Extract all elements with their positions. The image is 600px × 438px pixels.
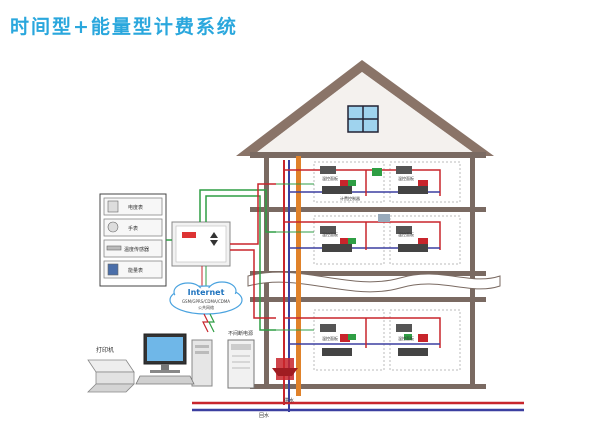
room-floor2-right xyxy=(389,215,461,265)
floor-slab-2 xyxy=(250,207,486,212)
electricity-meter-label: 电度表 xyxy=(128,204,143,211)
ups-unit xyxy=(227,339,255,389)
heat-meter-label: 能量表 xyxy=(128,267,143,274)
internet-cloud xyxy=(169,281,243,315)
room-floor2-left xyxy=(313,215,385,265)
floor3-devices xyxy=(320,166,428,194)
device-electricity-meter: 电度表 xyxy=(103,197,163,216)
signal-line-to-house xyxy=(199,189,276,233)
billing-controller xyxy=(171,221,231,267)
room-label-f3-right: 温控面板 xyxy=(398,175,414,181)
room-label-f1-right: 温控面板 xyxy=(398,335,414,341)
room-label-f3-left: 温控面板 xyxy=(322,175,338,181)
public-network-label: 公共网络 xyxy=(198,304,214,310)
floor2-devices xyxy=(320,214,428,252)
printer xyxy=(87,359,135,393)
ground-slab xyxy=(250,384,486,389)
floor-slab-mid xyxy=(250,271,486,276)
house-roof xyxy=(236,60,494,156)
device-temperature-sensor: 温度传感器 xyxy=(103,239,163,258)
computer-monitor xyxy=(143,333,187,373)
keyboard xyxy=(135,375,195,385)
unit-label: 计费控制器 xyxy=(340,195,360,201)
room-label-f2-left: 温控面板 xyxy=(322,231,338,237)
hand-meter-label: 手表 xyxy=(128,225,138,232)
network-protocols: GSM/GPRS/CDMA/CDMA xyxy=(182,299,230,304)
room-floor1-right xyxy=(389,309,461,371)
floor-slab-3 xyxy=(250,152,486,158)
device-hand-meter: 手表 xyxy=(103,218,163,237)
floor-slab-1 xyxy=(250,297,486,302)
room-label-f2-right: 温控面板 xyxy=(398,231,414,237)
supply-label: 供水 xyxy=(284,397,294,404)
page-title: 时间型+能量型计费系统 xyxy=(10,16,238,38)
printer-label: 打印机 xyxy=(96,346,114,354)
wireless-link-icon xyxy=(202,313,209,333)
room-floor3-right xyxy=(389,161,461,203)
ups-label: 不间断电源 xyxy=(228,330,253,337)
temperature-sensor-label: 温度传感器 xyxy=(124,246,149,253)
device-heat-meter: 能量表 xyxy=(103,260,163,279)
pc-tower xyxy=(191,339,213,387)
room-label-f1-left: 温控面板 xyxy=(322,335,338,341)
room-floor1-left xyxy=(313,309,385,371)
room-floor3-left xyxy=(313,161,385,203)
return-label: 回水 xyxy=(259,412,269,419)
riser-pipe xyxy=(296,156,301,396)
internet-label: Internet xyxy=(188,288,225,297)
section-break xyxy=(247,271,501,293)
floor1-devices xyxy=(320,324,428,356)
